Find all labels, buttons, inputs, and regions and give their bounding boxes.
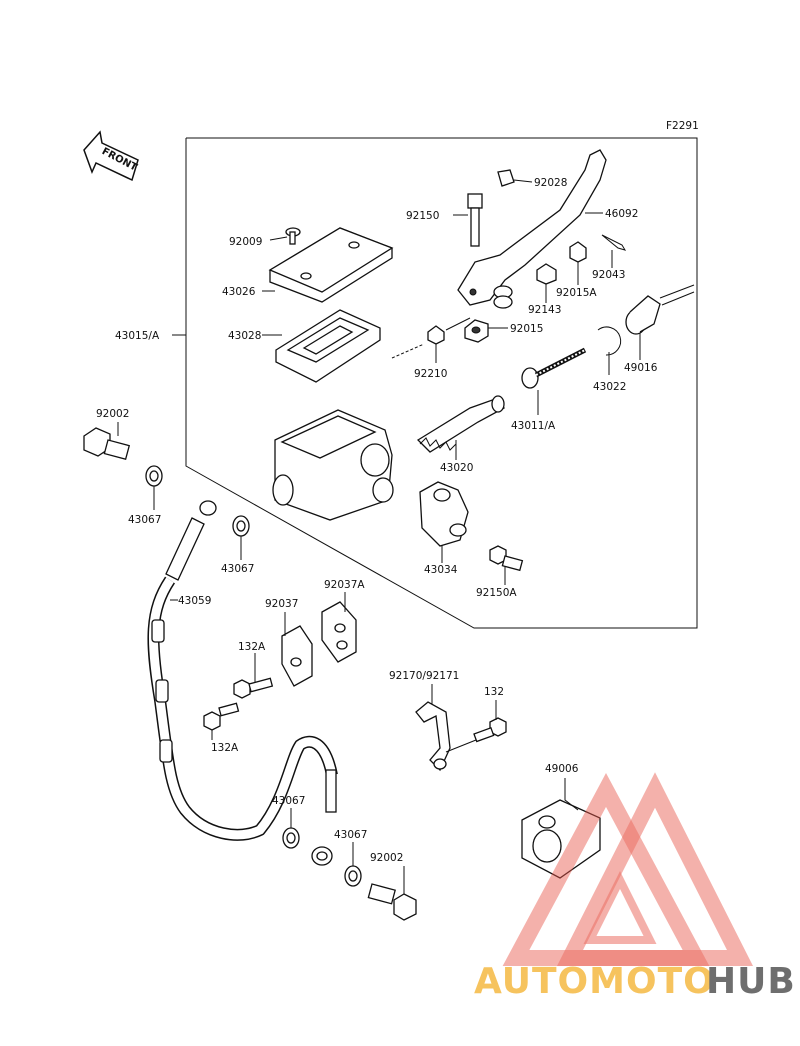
label-43028: 43028 bbox=[228, 330, 261, 342]
bolt-132A-lower bbox=[203, 702, 240, 740]
washer-43067-a bbox=[145, 465, 163, 510]
nut-92015 bbox=[464, 319, 508, 343]
banjo-bolt-92002-top bbox=[83, 422, 131, 461]
label-43067-c: 43067 bbox=[272, 795, 305, 807]
assembly-frame bbox=[172, 137, 698, 629]
label-43059: 43059 bbox=[178, 595, 211, 607]
screw-92009 bbox=[269, 227, 301, 245]
nut-92028 bbox=[497, 169, 533, 187]
label-43026: 43026 bbox=[222, 286, 256, 298]
label-92015A: 92015A bbox=[556, 287, 597, 299]
bolt-92150 bbox=[453, 193, 483, 247]
label-92002-bottom: 92002 bbox=[370, 852, 403, 864]
label-43015A: 43015/A bbox=[115, 330, 160, 342]
lever-46092 bbox=[457, 149, 607, 309]
cap-43026 bbox=[262, 227, 394, 303]
bracket-92037A bbox=[321, 592, 357, 663]
label-46092: 46092 bbox=[605, 208, 638, 220]
bracket-92170 bbox=[415, 684, 451, 772]
label-92009: 92009 bbox=[229, 236, 262, 248]
diaphragm-43028 bbox=[262, 309, 381, 383]
label-43022: 43022 bbox=[593, 381, 626, 393]
washer-43067-b bbox=[232, 515, 250, 560]
label-92037: 92037 bbox=[265, 598, 298, 610]
bolt-132A-upper bbox=[233, 653, 274, 699]
bolt-132 bbox=[445, 700, 507, 753]
label-132: 132 bbox=[484, 686, 504, 698]
label-43067-d: 43067 bbox=[334, 829, 367, 841]
label-92210: 92210 bbox=[414, 368, 447, 380]
label-49006: 49006 bbox=[545, 763, 579, 775]
clamp-43034 bbox=[419, 481, 469, 563]
bracket-92037 bbox=[281, 612, 313, 687]
label-132A-upper: 132A bbox=[238, 641, 266, 653]
label-43067-a: 43067 bbox=[128, 514, 161, 526]
label-49016: 49016 bbox=[624, 362, 658, 374]
label-92150A: 92150A bbox=[476, 587, 517, 599]
circlip-43022 bbox=[597, 326, 622, 375]
watermark-text-part2: HUB bbox=[706, 961, 796, 1002]
label-92028: 92028 bbox=[534, 177, 567, 189]
bushing-92210 bbox=[391, 317, 471, 363]
brake-hose-43059 bbox=[147, 500, 338, 866]
watermark-text-part1: AUTOMOTO bbox=[474, 961, 715, 1002]
watermark-logo: AUTOMOTO HUB bbox=[474, 772, 796, 1002]
cotter-pin-92043 bbox=[601, 234, 627, 268]
bushing-92143 bbox=[536, 263, 557, 303]
piston-43020 bbox=[416, 395, 505, 460]
nut-92015A bbox=[569, 241, 587, 285]
bolt-92150A bbox=[489, 545, 524, 585]
label-43034: 43034 bbox=[424, 564, 458, 576]
label-92043: 92043 bbox=[592, 269, 625, 281]
banjo-bolt-92002-bottom bbox=[367, 866, 417, 921]
label-92170-92171: 92170/92171 bbox=[389, 670, 459, 682]
label-92150: 92150 bbox=[406, 210, 439, 222]
label-43011A: 43011/A bbox=[511, 420, 556, 432]
label-92002-top: 92002 bbox=[96, 408, 129, 420]
boot-49016 bbox=[625, 284, 695, 360]
label-92015: 92015 bbox=[510, 323, 543, 335]
figure-code: F2291 bbox=[666, 120, 699, 132]
label-43067-b: 43067 bbox=[221, 563, 254, 575]
label-92037A: 92037A bbox=[324, 579, 365, 591]
washer-43067-c bbox=[282, 808, 300, 849]
label-43020: 43020 bbox=[440, 462, 473, 474]
washer-43067-d bbox=[344, 842, 362, 887]
master-cylinder-body bbox=[272, 409, 394, 521]
label-132A-lower: 132A bbox=[211, 742, 239, 754]
push-rod-43011A bbox=[521, 347, 587, 415]
label-92143: 92143 bbox=[528, 304, 561, 316]
housing-49006 bbox=[521, 778, 601, 879]
front-arrow-icon: FRONT bbox=[83, 130, 139, 182]
